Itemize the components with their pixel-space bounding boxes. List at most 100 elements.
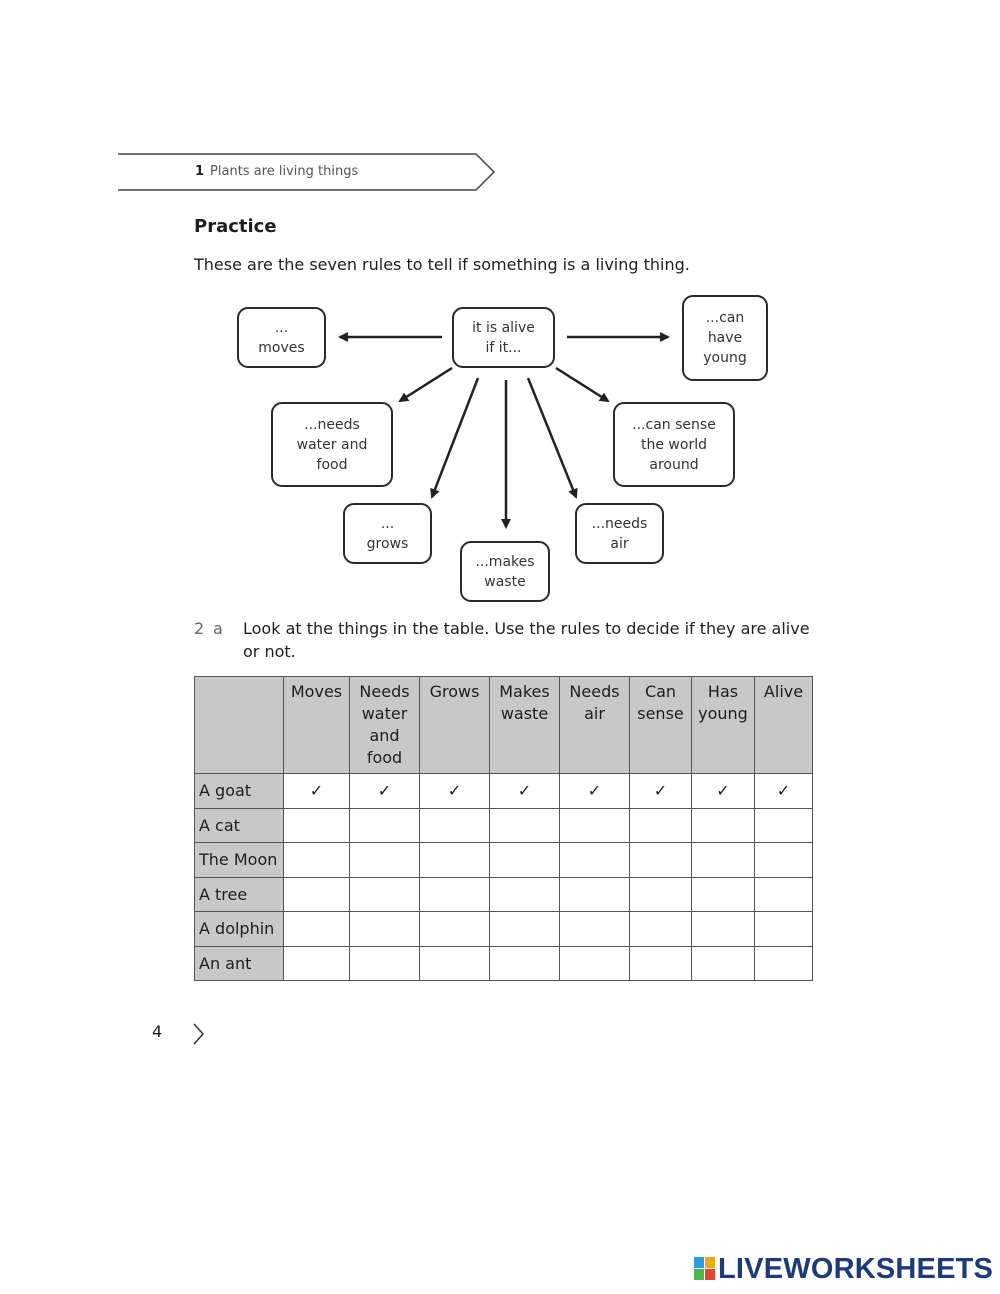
rule-grows: ... grows bbox=[343, 503, 432, 564]
chapter-banner: 1 Plants are living things bbox=[118, 152, 498, 192]
table-cell[interactable] bbox=[283, 911, 350, 947]
row-label: An ant bbox=[194, 945, 284, 981]
table-cell[interactable] bbox=[629, 842, 692, 878]
living-things-table: Moves Needs water and food Grows Makes w… bbox=[194, 676, 813, 981]
chevron-right-icon bbox=[193, 1023, 205, 1045]
header-needs-water-food: Needs water and food bbox=[349, 676, 420, 774]
table-cell[interactable] bbox=[691, 807, 755, 843]
table-cell[interactable]: ✓ bbox=[283, 773, 350, 809]
table-cell[interactable] bbox=[754, 807, 813, 843]
arrow-to-sense bbox=[555, 366, 610, 403]
table-row: An ant bbox=[194, 945, 813, 981]
table-cell[interactable] bbox=[629, 807, 692, 843]
table-row: A tree bbox=[194, 876, 813, 912]
question-part: a bbox=[213, 619, 223, 638]
table-cell[interactable] bbox=[559, 945, 630, 981]
header-needs-air: Needs air bbox=[559, 676, 630, 774]
table-cell[interactable] bbox=[559, 876, 630, 912]
table-cell[interactable] bbox=[754, 876, 813, 912]
table-cell[interactable] bbox=[691, 945, 755, 981]
liveworksheets-logo: LIVEWORKSHEETS bbox=[694, 1252, 994, 1285]
question-text: Look at the things in the table. Use the… bbox=[243, 619, 810, 661]
table-cell[interactable] bbox=[489, 876, 560, 912]
table-cell[interactable]: ✓ bbox=[419, 773, 490, 809]
table-row: A dolphin bbox=[194, 911, 813, 947]
table-header-row: Moves Needs water and food Grows Makes w… bbox=[194, 676, 813, 774]
question-number: 2 bbox=[194, 619, 205, 638]
chapter-number: 1 bbox=[195, 164, 205, 179]
table-cell[interactable] bbox=[489, 911, 560, 947]
table-cell[interactable] bbox=[754, 842, 813, 878]
table-cell[interactable] bbox=[629, 945, 692, 981]
table-cell[interactable]: ✓ bbox=[349, 773, 420, 809]
table-cell[interactable] bbox=[283, 842, 350, 878]
row-label: A cat bbox=[194, 807, 284, 843]
rule-water: ...needs water and food bbox=[271, 402, 393, 487]
row-label: A tree bbox=[194, 876, 284, 912]
table-row: A cat bbox=[194, 807, 813, 843]
header-moves: Moves bbox=[283, 676, 350, 774]
table-cell[interactable] bbox=[559, 842, 630, 878]
table-cell[interactable] bbox=[349, 945, 420, 981]
table-cell[interactable] bbox=[419, 842, 490, 878]
table-cell[interactable]: ✓ bbox=[559, 773, 630, 809]
table-cell[interactable]: ✓ bbox=[754, 773, 813, 809]
rule-air: ...needs air bbox=[575, 503, 664, 564]
header-has-young: Has young bbox=[691, 676, 755, 774]
table-cell[interactable]: ✓ bbox=[629, 773, 692, 809]
table-cell[interactable] bbox=[629, 911, 692, 947]
living-things-diagram: it is alive if it... ... moves ...can ha… bbox=[220, 290, 790, 610]
center-node: it is alive if it... bbox=[452, 307, 555, 368]
table-cell[interactable] bbox=[283, 945, 350, 981]
chapter-name: Plants are living things bbox=[210, 164, 359, 179]
table-cell[interactable] bbox=[489, 945, 560, 981]
intro-text: These are the seven rules to tell if som… bbox=[194, 255, 690, 274]
arrow-to-air bbox=[526, 377, 578, 499]
table-cell[interactable]: ✓ bbox=[691, 773, 755, 809]
table-cell[interactable] bbox=[419, 876, 490, 912]
rule-sense: ...can sense the world around bbox=[613, 402, 735, 487]
rule-waste: ...makes waste bbox=[460, 541, 550, 602]
rule-young: ...can have young bbox=[682, 295, 768, 381]
row-label: A dolphin bbox=[194, 911, 284, 947]
logo-text: LIVEWORKSHEETS bbox=[718, 1252, 994, 1285]
row-label: A goat bbox=[194, 773, 284, 809]
row-label: The Moon bbox=[194, 842, 284, 878]
table-cell[interactable] bbox=[754, 911, 813, 947]
table-cell[interactable] bbox=[349, 842, 420, 878]
table-cell[interactable] bbox=[629, 876, 692, 912]
table-cell[interactable] bbox=[349, 876, 420, 912]
table-cell[interactable] bbox=[754, 945, 813, 981]
table-cell[interactable] bbox=[559, 911, 630, 947]
table-cell[interactable] bbox=[349, 807, 420, 843]
header-corner bbox=[194, 676, 284, 774]
section-heading: Practice bbox=[194, 216, 277, 237]
header-grows: Grows bbox=[419, 676, 490, 774]
table-cell[interactable]: ✓ bbox=[489, 773, 560, 809]
liveworksheets-icon bbox=[694, 1257, 715, 1280]
table-cell[interactable] bbox=[419, 807, 490, 843]
table-cell[interactable] bbox=[691, 842, 755, 878]
table-cell[interactable] bbox=[349, 911, 420, 947]
table-cell[interactable] bbox=[283, 807, 350, 843]
diagram-arrows bbox=[338, 332, 670, 529]
arrow-to-grows bbox=[430, 377, 480, 499]
chapter-title: 1 Plants are living things bbox=[195, 164, 358, 179]
header-can-sense: Can sense bbox=[629, 676, 692, 774]
table-row: The Moon bbox=[194, 842, 813, 878]
table-cell[interactable] bbox=[419, 945, 490, 981]
page-number: 4 bbox=[152, 1022, 163, 1041]
arrow-to-water bbox=[398, 366, 453, 403]
table-cell[interactable] bbox=[691, 876, 755, 912]
table-cell[interactable] bbox=[419, 911, 490, 947]
table-cell[interactable] bbox=[283, 876, 350, 912]
table-cell[interactable] bbox=[559, 807, 630, 843]
header-alive: Alive bbox=[754, 676, 813, 774]
banner-shape bbox=[118, 153, 496, 191]
table-cell[interactable] bbox=[691, 911, 755, 947]
table-cell[interactable] bbox=[489, 842, 560, 878]
table-row: A goat ✓ ✓ ✓ ✓ ✓ ✓ ✓ ✓ bbox=[194, 773, 813, 809]
header-makes-waste: Makes waste bbox=[489, 676, 560, 774]
rule-moves: ... moves bbox=[237, 307, 326, 368]
table-cell[interactable] bbox=[489, 807, 560, 843]
